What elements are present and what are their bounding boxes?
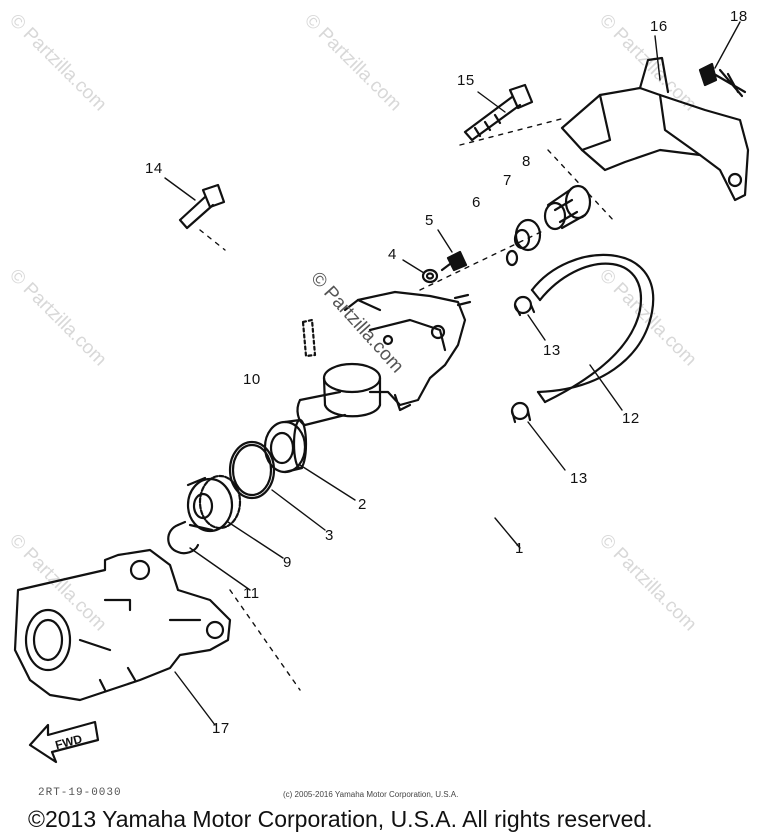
clamp-13-lower xyxy=(510,401,532,424)
leader-lines xyxy=(164,21,741,726)
callout-5: 5 xyxy=(425,212,434,229)
callout-13-lower: 13 xyxy=(570,470,588,487)
callout-15: 15 xyxy=(457,72,475,89)
callout-4: 4 xyxy=(388,246,397,263)
hose-12 xyxy=(530,253,655,404)
collar-7 xyxy=(513,218,542,252)
callout-6: 6 xyxy=(472,194,481,211)
callout-12: 12 xyxy=(622,410,640,427)
callout-17: 16 xyxy=(650,18,668,35)
callout-8: 8 xyxy=(522,153,531,170)
footer-copyright: ©2013 Yamaha Motor Corporation, U.S.A. A… xyxy=(28,806,653,832)
callout-14: 14 xyxy=(145,160,163,177)
fitting-8 xyxy=(543,184,592,231)
assembly-axis-lines xyxy=(199,117,616,691)
bracket-17 xyxy=(560,56,750,202)
dowel-pin-10 xyxy=(301,318,317,358)
o-ring-3 xyxy=(228,440,276,500)
callout-11: 11 xyxy=(243,585,260,602)
bolt-15 xyxy=(463,83,534,142)
callout-10: 10 xyxy=(243,371,261,388)
washer-6 xyxy=(505,249,519,267)
gear-9 xyxy=(186,474,242,533)
bolt-14 xyxy=(178,183,226,230)
oil-pump-1 xyxy=(296,290,472,427)
callout-2: 2 xyxy=(358,496,367,513)
callout-3: 3 xyxy=(325,527,334,544)
bolt-5 xyxy=(440,250,468,272)
washer-4 xyxy=(421,268,439,284)
callout-9: 9 xyxy=(283,554,292,571)
screw-18 xyxy=(698,62,747,98)
callout-13-upper: 13 xyxy=(543,342,561,359)
fwd-arrow-icon xyxy=(28,720,100,764)
clamp-13-upper xyxy=(513,295,536,317)
callout-1: 1 xyxy=(515,540,524,557)
diagram-code: 2RT-19-0030 xyxy=(38,787,122,799)
small-copyright: (c) 2005-2016 Yamaha Motor Corporation, … xyxy=(283,790,459,799)
cover-16 xyxy=(13,548,232,702)
callout-18: 18 xyxy=(730,8,748,25)
callout-16: 17 xyxy=(212,720,230,737)
callout-7: 7 xyxy=(503,172,512,189)
